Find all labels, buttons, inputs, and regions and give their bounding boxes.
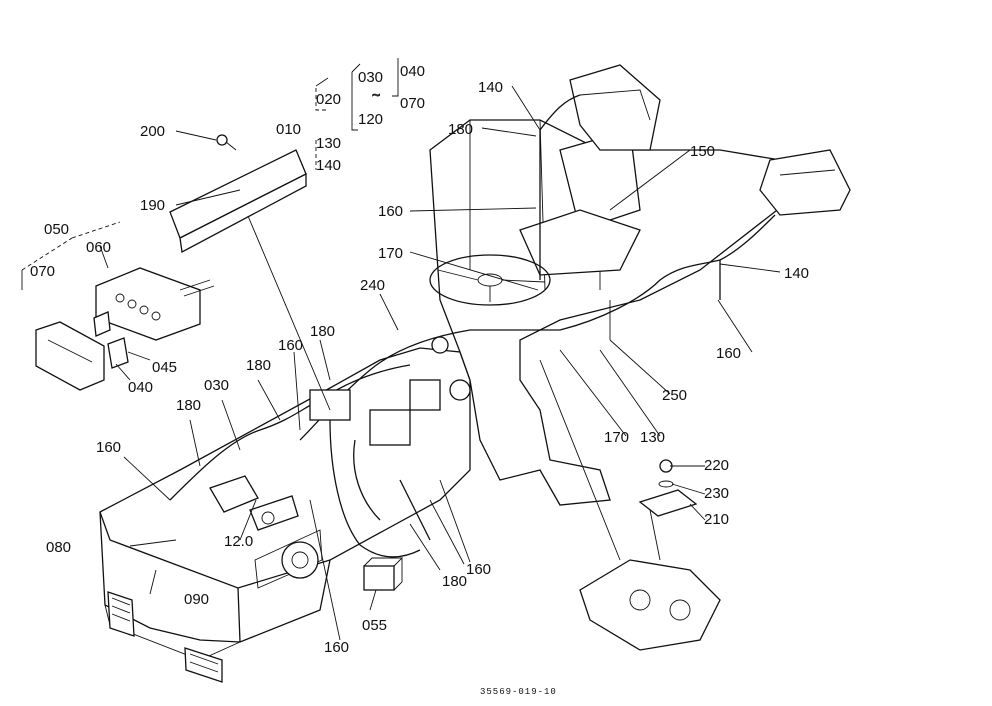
callout-010: 010 <box>276 121 301 138</box>
callout-180-b: 180 <box>310 323 335 340</box>
callout-040-top: 040 <box>400 63 425 80</box>
callout-040: 040 <box>128 379 153 396</box>
headlight-right <box>184 647 223 683</box>
callout-055: 055 <box>362 617 387 634</box>
callout-170-b: 170 <box>604 429 629 446</box>
callout-230: 230 <box>704 485 729 502</box>
fuse-045 <box>93 311 111 337</box>
callout-140-a: 140 <box>478 79 503 96</box>
rear-fender <box>569 64 661 151</box>
callout-180-d: 180 <box>176 397 201 414</box>
callout-240: 240 <box>360 277 385 294</box>
leader-lines <box>99 85 781 641</box>
callout-160-f: 160 <box>324 639 349 656</box>
tilde-mark: ~ <box>372 87 380 103</box>
right-fender <box>759 149 851 216</box>
starter-motor <box>209 475 299 531</box>
callout-045: 045 <box>152 359 177 376</box>
callout-160-a: 160 <box>378 203 403 220</box>
callout-180-e: 180 <box>442 573 467 590</box>
callout-120-b: 12.0 <box>224 533 253 550</box>
callout-090: 090 <box>184 591 209 608</box>
callout-140: 140 <box>316 157 341 174</box>
callout-050: 050 <box>44 221 69 238</box>
callout-070: 070 <box>30 263 55 280</box>
callout-160-b: 160 <box>278 337 303 354</box>
harness-junction <box>309 336 471 446</box>
bracket-210 <box>638 459 698 517</box>
callout-200: 200 <box>140 123 165 140</box>
callout-020: 020 <box>316 91 341 108</box>
alternator <box>281 541 319 579</box>
callout-190: 190 <box>140 197 165 214</box>
callout-220: 220 <box>704 457 729 474</box>
callout-160-e: 160 <box>466 561 491 578</box>
callout-080: 080 <box>46 539 71 556</box>
callout-160-d: 160 <box>96 439 121 456</box>
callout-210: 210 <box>704 511 729 528</box>
callout-180-a: 180 <box>448 121 473 138</box>
callout-250: 250 <box>662 387 687 404</box>
callout-180-c: 180 <box>246 357 271 374</box>
grouping-brackets <box>21 58 399 290</box>
seat <box>519 129 641 276</box>
callouts: 200 190 050 060 070 045 040 010 020 130 … <box>30 63 809 697</box>
callout-030-b: 030 <box>204 377 229 394</box>
callout-070-top: 070 <box>400 95 425 112</box>
fuse-box-060 <box>95 267 215 341</box>
callout-150: 150 <box>690 143 715 160</box>
steering-wheel <box>429 254 551 306</box>
callout-060: 060 <box>86 239 111 256</box>
panel-190 <box>169 149 307 254</box>
transmission-housing <box>579 559 721 651</box>
bolt-200 <box>216 134 237 151</box>
headlight-left <box>107 591 135 637</box>
callout-130-b: 130 <box>640 429 665 446</box>
callout-140-b: 140 <box>784 265 809 282</box>
fuse-040 <box>107 337 129 369</box>
callout-170-a: 170 <box>378 245 403 262</box>
callout-120: 120 <box>358 111 383 128</box>
relay-055 <box>363 557 404 591</box>
callout-160-c: 160 <box>716 345 741 362</box>
callout-030: 030 <box>358 69 383 86</box>
reference-code: 35569-019-10 <box>480 687 557 697</box>
fuse-cover-070 <box>35 321 105 391</box>
callout-130: 130 <box>316 135 341 152</box>
